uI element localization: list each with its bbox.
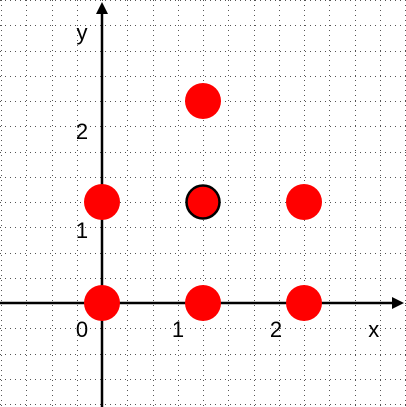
data-point <box>84 285 120 321</box>
x-tick-label-2: 2 <box>270 317 282 342</box>
data-point <box>286 285 322 321</box>
data-point <box>185 285 221 321</box>
y-tick-label-1: 1 <box>76 218 88 243</box>
data-point <box>286 184 322 220</box>
x-axis-label: x <box>368 317 379 342</box>
y-axis-label: y <box>77 20 88 45</box>
data-point <box>185 83 221 119</box>
y-axis-arrow <box>96 2 108 14</box>
tick-labels: 0 1 2 1 2 x y <box>76 20 379 342</box>
y-tick-label-2: 2 <box>76 119 88 144</box>
x-tick-label-1: 1 <box>172 317 184 342</box>
data-point <box>84 184 120 220</box>
x-tick-label-0: 0 <box>76 317 88 342</box>
x-axis-arrow <box>392 297 404 309</box>
data-point-highlighted <box>185 184 221 220</box>
data-points <box>84 83 322 321</box>
